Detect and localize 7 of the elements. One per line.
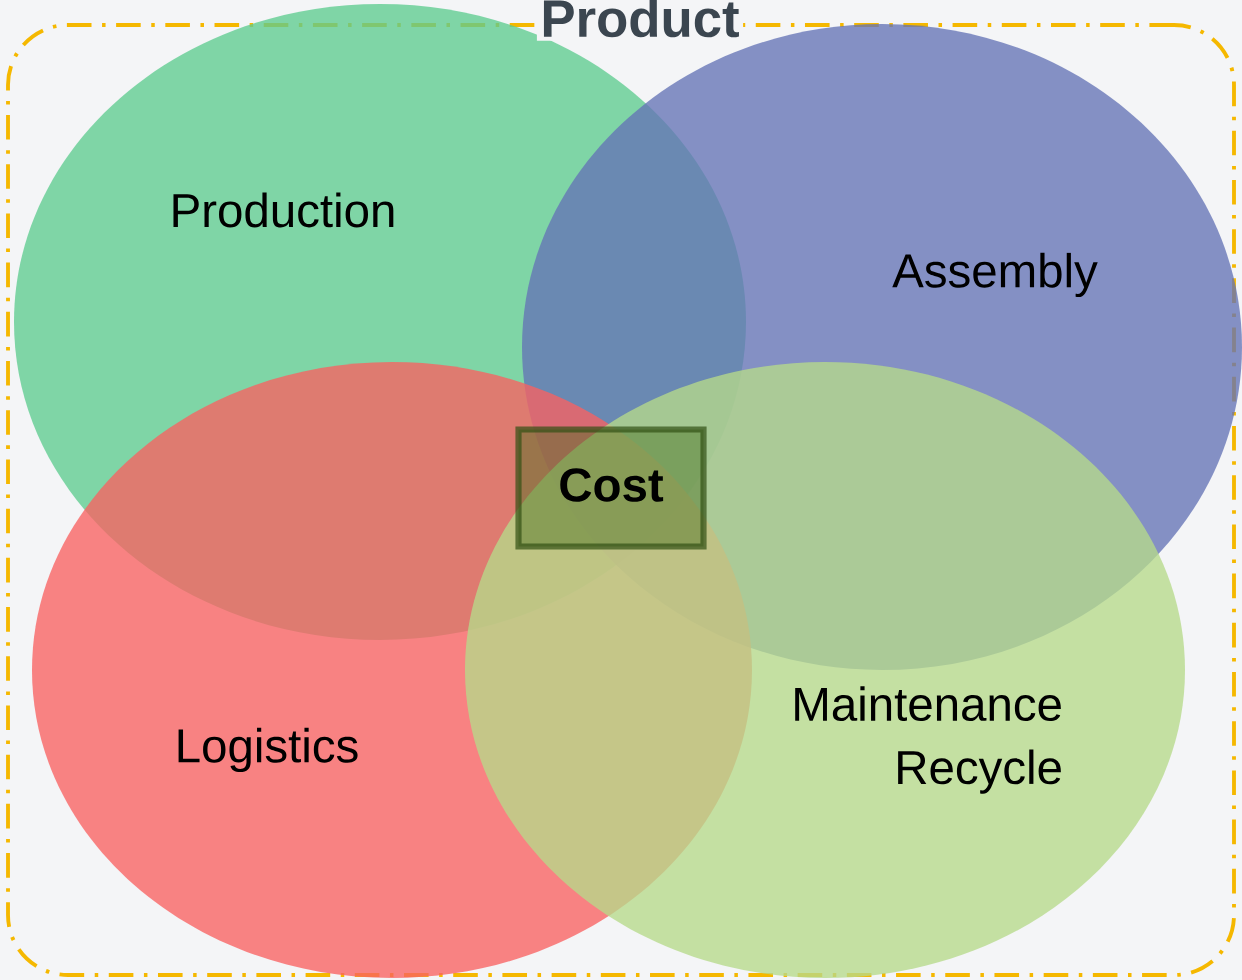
ellipse-label: Production	[173, 192, 394, 228]
box-label: Cost	[560, 468, 664, 502]
ellipse-label: Maintenance Recycle	[795, 686, 1061, 794]
cost-box	[515, 426, 707, 550]
ellipse-label: Assembly	[892, 252, 1098, 298]
venn-ellipse	[465, 362, 1185, 978]
ellipse-label: Logistics	[178, 727, 358, 773]
